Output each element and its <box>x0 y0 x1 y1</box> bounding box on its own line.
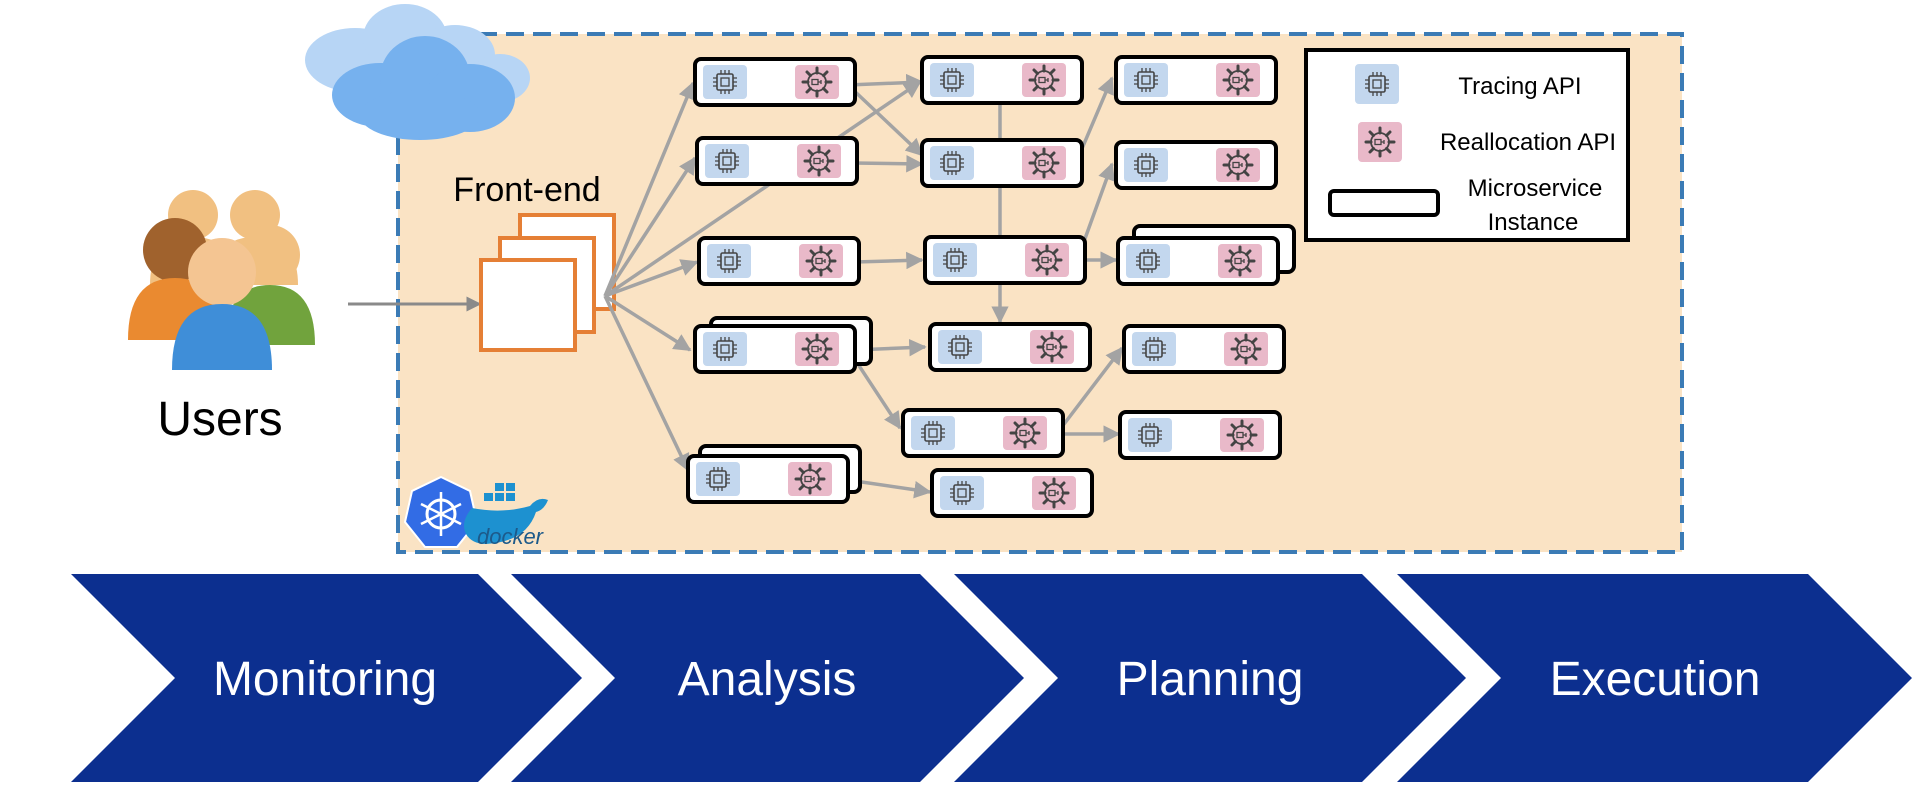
docker-logo: docker <box>464 483 548 549</box>
frontend-stack <box>479 213 616 352</box>
microservice-instance <box>922 140 1082 186</box>
users-icon <box>128 190 315 370</box>
microservice-instance <box>922 57 1082 103</box>
users-label: Users <box>157 393 282 446</box>
legend: Tracing API Reallocation API Microservic… <box>1304 48 1630 242</box>
legend-instance-label-1: Microservice <box>1468 175 1603 202</box>
microservice-instance <box>688 456 848 502</box>
legend-instance-label-2: Instance <box>1488 209 1579 236</box>
microservice-instance <box>903 410 1063 456</box>
frontend-label: Front-end <box>453 171 600 209</box>
stage-analysis-label: Analysis <box>678 653 857 706</box>
microservice-instance <box>697 138 857 184</box>
stage-execution-label: Execution <box>1550 653 1761 706</box>
legend-reallocation-label: Reallocation API <box>1440 129 1616 156</box>
legend-tracing-swatch <box>1355 64 1399 104</box>
microservice-instance <box>695 59 855 105</box>
microservice-instance <box>925 237 1085 283</box>
microservice-instance <box>932 470 1092 516</box>
stage-analysis-chevron <box>511 574 1024 782</box>
microservice-instance <box>1116 142 1276 188</box>
stage-planning-chevron <box>954 574 1466 782</box>
legend-tracing-label: Tracing API <box>1458 73 1581 100</box>
microservice-instance <box>1120 412 1280 458</box>
microservice-instance <box>695 326 855 372</box>
microservice-instance <box>1118 238 1278 284</box>
microservice-instance <box>1124 326 1284 372</box>
stage-monitoring-label: Monitoring <box>213 653 437 706</box>
stage-execution-chevron <box>1397 574 1912 782</box>
docker-label: docker <box>477 524 545 549</box>
stage-planning-label: Planning <box>1117 653 1304 706</box>
microservice-instance <box>930 324 1090 370</box>
cloud-icon <box>305 4 530 140</box>
pipeline: Monitoring Analysis Planning Execution <box>71 574 1912 782</box>
call-graph-arrows <box>603 73 1124 499</box>
microservice-instance <box>1116 57 1276 103</box>
microservice-instance <box>699 238 859 284</box>
kubernetes-logo <box>403 475 479 548</box>
legend-instance-swatch <box>1328 189 1440 217</box>
stage-monitoring-chevron <box>71 574 582 782</box>
